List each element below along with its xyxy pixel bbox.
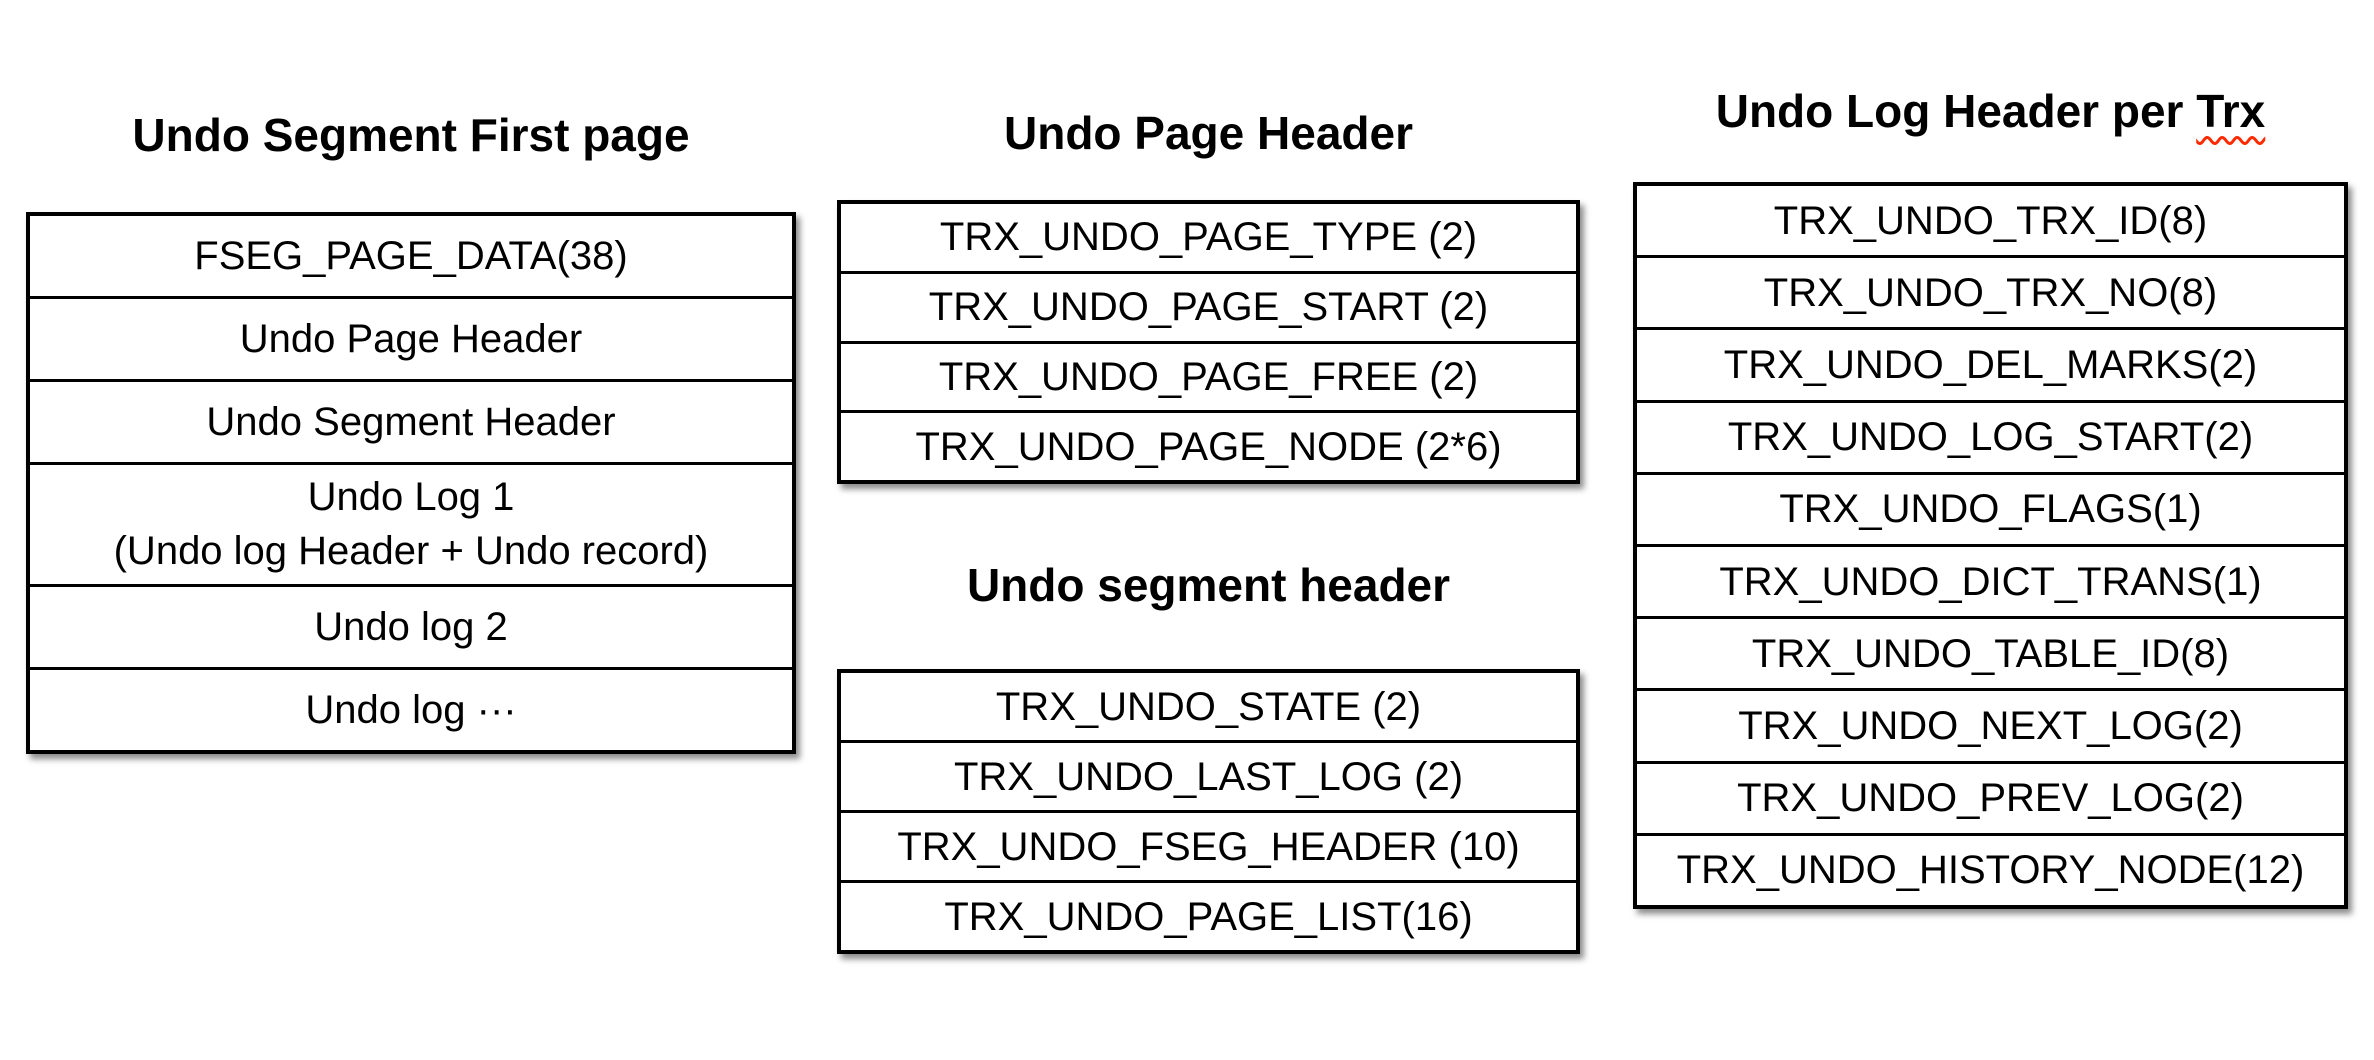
table-row: TRX_UNDO_PAGE_START (2) [841, 270, 1576, 341]
row-label: TRX_UNDO_LAST_LOG (2) [953, 754, 1464, 799]
row-label: Undo log ··· [305, 688, 517, 733]
undo-page-header-table: TRX_UNDO_PAGE_TYPE (2) TRX_UNDO_PAGE_STA… [837, 200, 1580, 484]
row-label: Undo Segment Header [206, 399, 616, 444]
undo-page-header-title: Undo Page Header [1004, 107, 1413, 159]
row-label: TRX_UNDO_TRX_ID(8) [1773, 198, 2208, 243]
title-text: Undo Log Header per [1715, 85, 2197, 137]
table-row: FSEG_PAGE_DATA(38) [30, 216, 792, 296]
row-label: TRX_UNDO_STATE (2) [995, 684, 1422, 729]
row-label: TRX_UNDO_PAGE_START (2) [928, 285, 1489, 330]
row-label: TRX_UNDO_HISTORY_NODE(12) [1676, 848, 2305, 893]
row-label: TRX_UNDO_FSEG_HEADER (10) [897, 824, 1520, 869]
row-label: TRX_UNDO_DEL_MARKS(2) [1723, 343, 2258, 387]
table-row: TRX_UNDO_PAGE_FREE (2) [841, 340, 1576, 411]
row-label: TRX_UNDO_NEXT_LOG(2) [1738, 704, 2243, 749]
table-row: TRX_UNDO_HISTORY_NODE(12) [1637, 832, 2344, 905]
row-label: Undo Page Header [239, 316, 583, 361]
row-label: TRX_UNDO_PAGE_LIST(16) [944, 894, 1473, 939]
undo-segment-first-page-table: FSEG_PAGE_DATA(38) Undo Page Header Undo… [26, 212, 796, 754]
row-label: TRX_UNDO_PREV_LOG(2) [1737, 776, 2244, 821]
row-label: TRX_UNDO_PAGE_FREE (2) [938, 354, 1479, 399]
row-label: TRX_UNDO_PAGE_NODE (2*6) [915, 424, 1502, 469]
table-row: TRX_UNDO_STATE (2) [841, 673, 1576, 740]
undo-log-header-per-trx-title: Undo Log Header per Trx [1633, 82, 2348, 140]
table-row: TRX_UNDO_PAGE_LIST(16) [841, 880, 1576, 950]
row-label: TRX_UNDO_DICT_TRANS(1) [1719, 559, 2262, 604]
row-label: TRX_UNDO_FLAGS(1) [1779, 487, 2202, 532]
table-row: TRX_UNDO_DEL_MARKS(2) [1637, 327, 2344, 399]
table-row: Undo Page Header [30, 295, 792, 379]
table-row: TRX_UNDO_NEXT_LOG(2) [1637, 688, 2344, 760]
table-row: TRX_UNDO_TABLE_ID(8) [1637, 616, 2344, 688]
title-misspelled-word: Trx [2196, 85, 2266, 137]
table-row: TRX_UNDO_PAGE_TYPE (2) [841, 204, 1576, 271]
table-row: TRX_UNDO_FSEG_HEADER (10) [841, 810, 1576, 880]
table-row: Undo Log 1 (Undo log Header + Undo recor… [30, 461, 792, 585]
table-row: TRX_UNDO_DICT_TRANS(1) [1637, 544, 2344, 616]
table-row: TRX_UNDO_PREV_LOG(2) [1637, 760, 2344, 833]
undo-segment-header-table: TRX_UNDO_STATE (2) TRX_UNDO_LAST_LOG (2)… [837, 669, 1580, 954]
undo-log-header-per-trx-table: TRX_UNDO_TRX_ID(8) TRX_UNDO_TRX_NO(8) TR… [1633, 182, 2348, 909]
row-label: TRX_UNDO_LOG_START(2) [1727, 415, 2254, 460]
table-row: TRX_UNDO_TRX_NO(8) [1637, 255, 2344, 327]
row-label: Undo log 2 [314, 605, 508, 650]
table-row: Undo log 2 [30, 584, 792, 667]
table-row: TRX_UNDO_LAST_LOG (2) [841, 740, 1576, 810]
table-row: TRX_UNDO_LOG_START(2) [1637, 399, 2344, 472]
row-label: TRX_UNDO_TABLE_ID(8) [1751, 631, 2230, 676]
undo-segment-header-title: Undo segment header [966, 559, 1451, 611]
row-label: FSEG_PAGE_DATA(38) [194, 233, 628, 278]
undo-segment-first-page-title: Undo Segment First page [132, 109, 690, 161]
table-row: Undo Segment Header [30, 378, 792, 462]
row-label: TRX_UNDO_TRX_NO(8) [1763, 270, 2218, 315]
table-row: TRX_UNDO_TRX_ID(8) [1637, 186, 2344, 255]
row-label: Undo Log 1 [307, 475, 515, 520]
row-label-line2: (Undo log Header + Undo record) [113, 529, 709, 574]
row-label: TRX_UNDO_PAGE_TYPE (2) [939, 215, 1478, 260]
table-row: TRX_UNDO_PAGE_NODE (2*6) [841, 410, 1576, 480]
table-row: Undo log ··· [30, 667, 792, 750]
table-row: TRX_UNDO_FLAGS(1) [1637, 471, 2344, 544]
